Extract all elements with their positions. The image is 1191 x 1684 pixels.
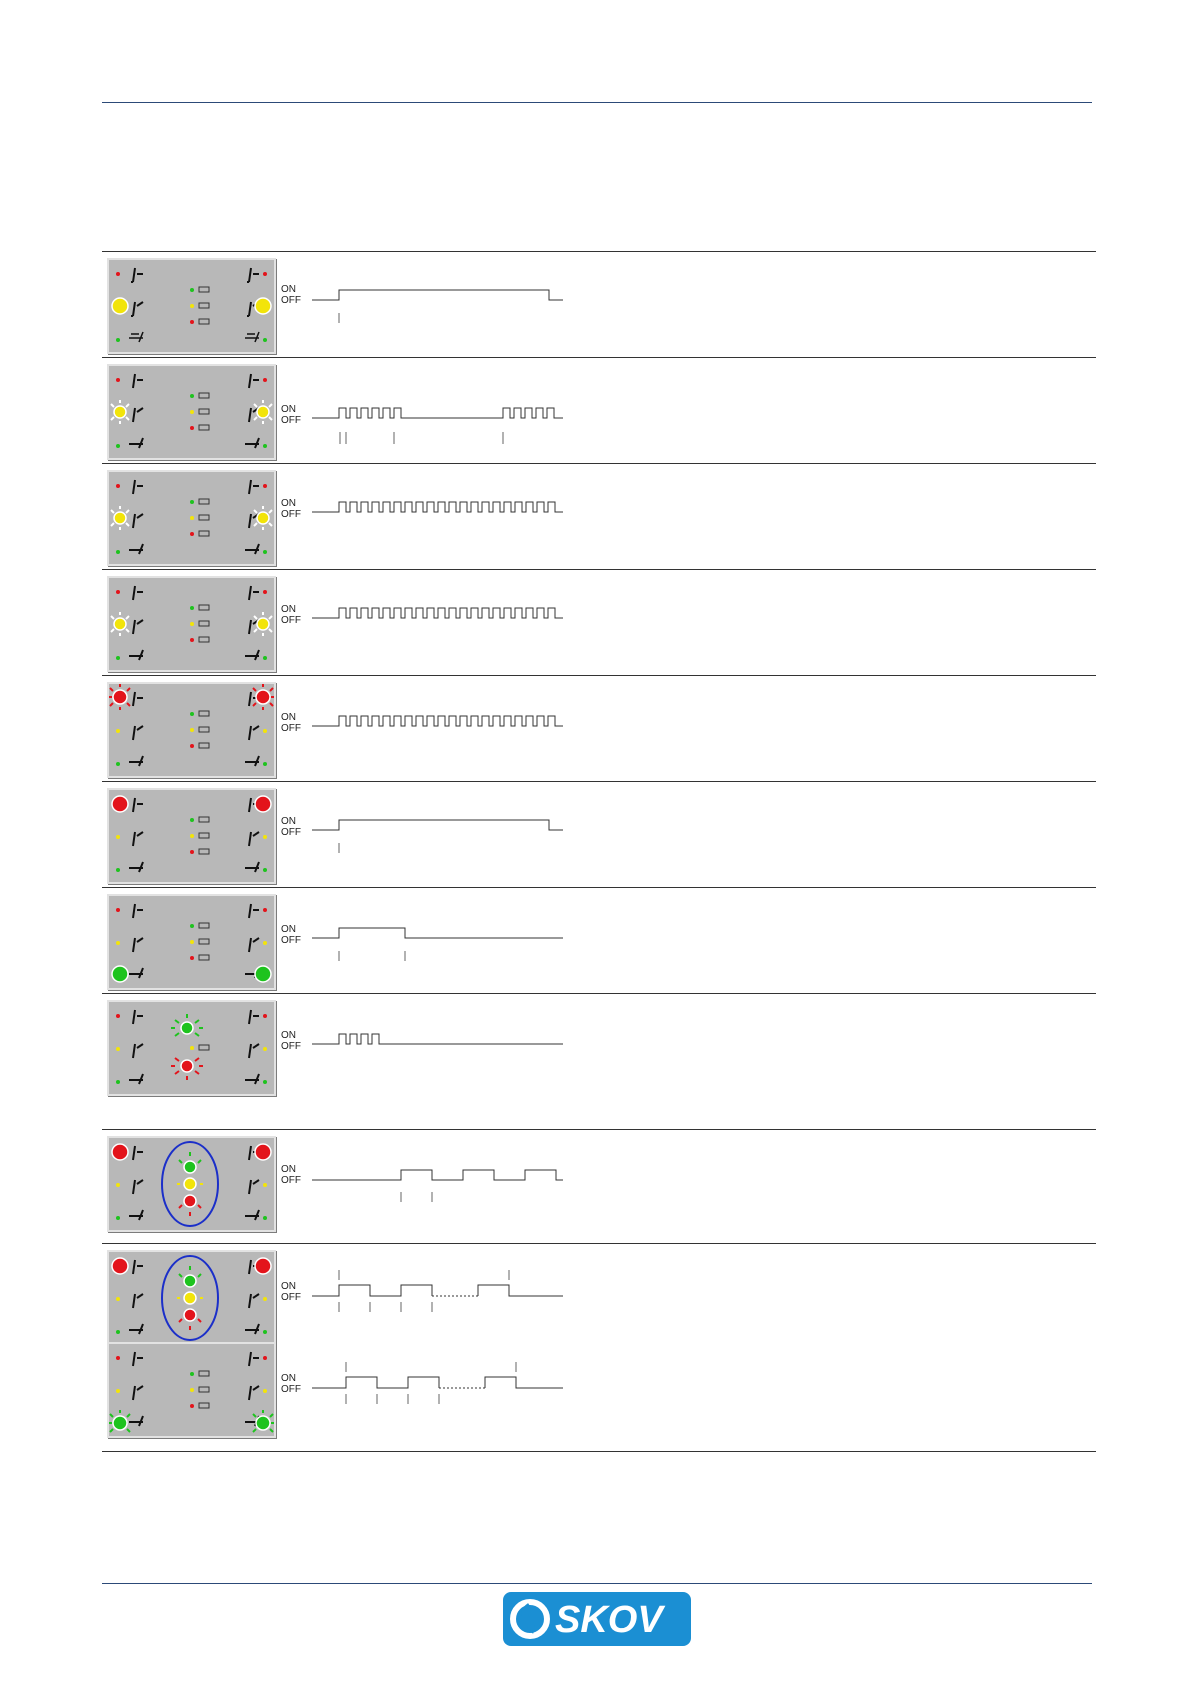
skov-logo: SKOV <box>503 1592 691 1646</box>
controller-panel-image <box>107 364 276 460</box>
signal-table: ON OFF ON OFF <box>102 251 1096 1452</box>
off-label: OFF <box>281 827 301 838</box>
signal-row: ON OFF <box>102 569 1096 675</box>
on-off-waveform: ON OFF <box>277 464 577 569</box>
off-label: OFF <box>281 415 301 426</box>
signal-row: ON OFF <box>102 357 1096 463</box>
off-label: OFF <box>281 615 301 626</box>
controller-panel-image <box>107 470 276 566</box>
signal-row: ON OFF <box>102 675 1096 781</box>
signal-row: ON OFF <box>102 463 1096 569</box>
signal-row: ON OFF ON OFF <box>102 1243 1096 1452</box>
on-off-waveform: ON OFF <box>277 358 577 463</box>
signal-row: ON OFF <box>102 781 1096 887</box>
off-label: OFF <box>281 509 301 520</box>
on-off-waveform: ON OFF <box>277 676 577 781</box>
on-off-waveform: ON OFF <box>277 570 577 675</box>
on-label: ON <box>281 816 296 827</box>
controller-panel-image <box>107 1000 276 1096</box>
controller-panel-image <box>107 1250 276 1346</box>
on-label: ON <box>281 1164 296 1175</box>
off-label: OFF <box>281 935 301 946</box>
on-off-waveform: ON OFF <box>277 1130 577 1243</box>
controller-panel-image <box>107 258 276 354</box>
header-rule <box>102 102 1092 103</box>
signal-row: ON OFF <box>102 887 1096 993</box>
controller-panel-image <box>107 576 276 672</box>
on-off-waveform: ON OFF <box>277 252 577 357</box>
off-label: OFF <box>281 1175 301 1186</box>
off-label: OFF <box>281 295 301 306</box>
controller-panel-image <box>107 788 276 884</box>
controller-panel-image <box>107 682 276 778</box>
on-label: ON <box>281 284 296 295</box>
on-off-waveform: ON OFF <box>277 782 577 887</box>
signal-row: ON OFF <box>102 993 1096 1129</box>
on-label: ON <box>281 1030 296 1041</box>
controller-panel-image <box>107 1136 276 1232</box>
off-label: OFF <box>281 1384 301 1395</box>
on-label: ON <box>281 498 296 509</box>
logo-text: SKOV <box>555 1599 665 1641</box>
on-label: ON <box>281 1281 296 1292</box>
on-label: ON <box>281 1373 296 1384</box>
signal-row: ON OFF <box>102 1129 1096 1243</box>
on-off-waveform: ON OFF <box>277 994 577 1129</box>
controller-panel-image <box>107 1342 276 1438</box>
off-label: OFF <box>281 1292 301 1303</box>
on-off-waveform: ON OFF ON OFF <box>277 1244 577 1451</box>
signal-row: ON OFF <box>102 251 1096 357</box>
off-label: OFF <box>281 723 301 734</box>
on-label: ON <box>281 604 296 615</box>
off-label: OFF <box>281 1041 301 1052</box>
on-label: ON <box>281 712 296 723</box>
on-off-waveform: ON OFF <box>277 888 577 993</box>
controller-panel-image <box>107 894 276 990</box>
footer-rule <box>102 1583 1092 1584</box>
on-label: ON <box>281 404 296 415</box>
on-label: ON <box>281 924 296 935</box>
